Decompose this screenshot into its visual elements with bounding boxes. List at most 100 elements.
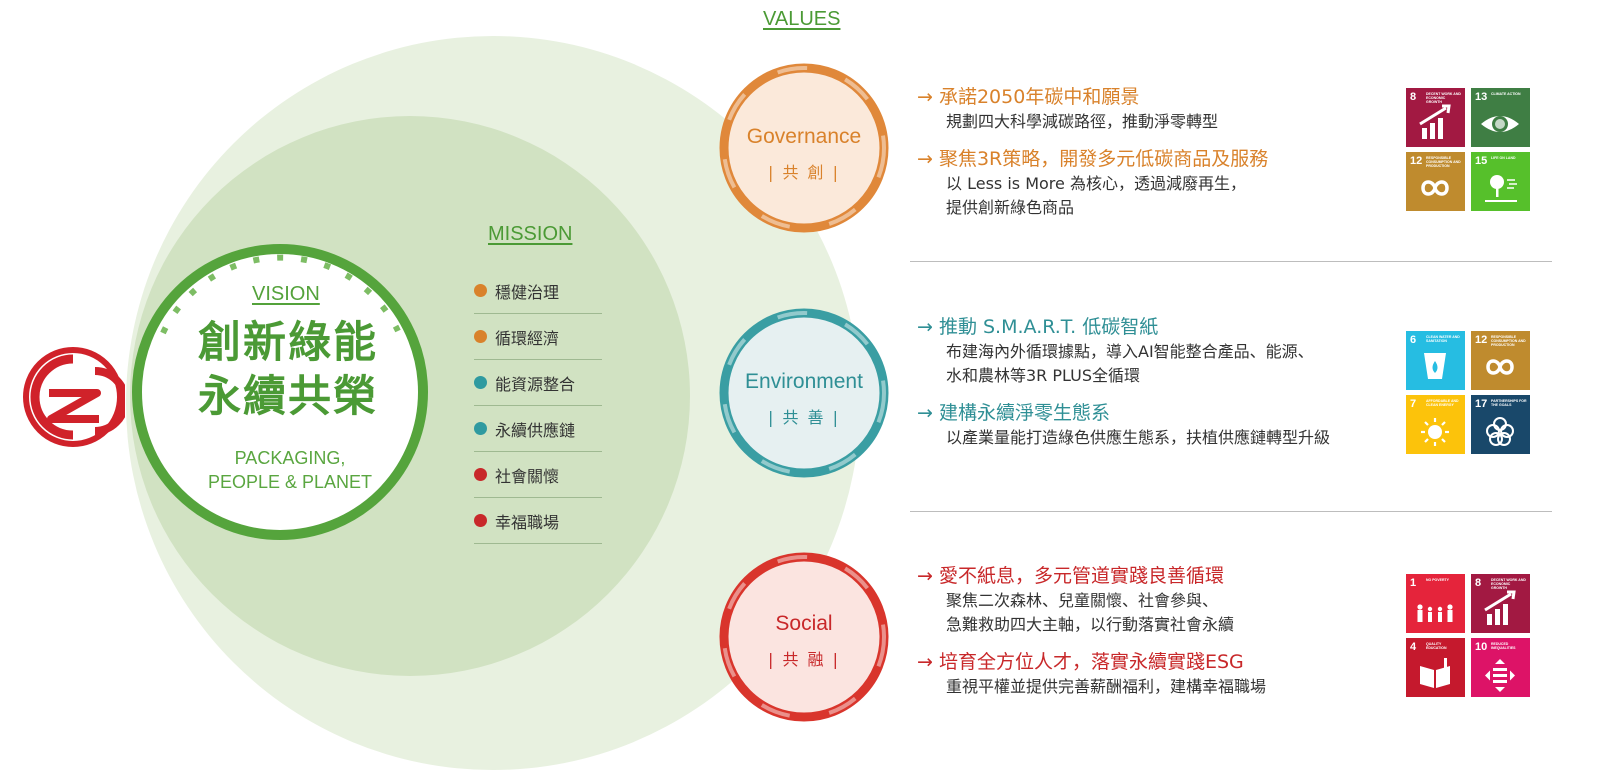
sdg-goal-text: CLEAN WATER AND SANITATION (1426, 335, 1460, 343)
mission-item-label: 永續供應鏈 (495, 420, 576, 440)
sdg-goal-text: QUALITY EDUCATION (1426, 642, 1447, 650)
divider-1 (910, 261, 1552, 262)
sdg-tile: 8 DECENT WORK AND ECONOMIC GROWTH (1471, 574, 1530, 633)
governance-ring (719, 63, 889, 233)
rings-icon (1486, 417, 1514, 446)
sdg-goal-text: CLIMATE ACTION (1491, 92, 1521, 96)
vision-statement: 創新綠能 永續共榮 (178, 316, 398, 424)
value-entry-heading: → 建構永續淨零生態系 (917, 402, 1110, 424)
value-entry-heading: → 聚焦3R策略，開發多元低碳商品及服務 (917, 148, 1269, 170)
sdg-number: 12 (1475, 334, 1488, 346)
eye-globe-icon (1481, 116, 1519, 132)
sdg-number: 12 (1410, 155, 1423, 167)
social-circle: Social | 共 融 | (719, 552, 889, 722)
value-entry-body: 急難救助四大主軸，以行動落實社會永續 (946, 615, 1235, 634)
value-entry-body: 布建海內外循環據點，導入AI智能整合產品、能源、 (946, 342, 1314, 361)
sdg-number: 1 (1410, 577, 1417, 589)
social-label: Social (775, 612, 833, 635)
value-entry: → 承諾2050年碳中和願景規劃四大科學減碳路徑，推動淨零轉型 (917, 84, 1397, 134)
mission-list: 穩健治理循環經濟能資源整合永續供應鏈社會關懷幸福職場 (474, 268, 602, 544)
vision-sub-line-1: PACKAGING, (234, 448, 346, 468)
company-logo-icon (23, 347, 125, 447)
sdg-tile: 8 DECENT WORK AND ECONOMIC GROWTH (1406, 88, 1465, 147)
book-icon (1420, 658, 1450, 688)
mission-item: 永續供應鏈 (474, 406, 602, 452)
mission-dot-icon (474, 422, 487, 435)
sdg-goal-text: LIFE ON LAND (1491, 156, 1516, 160)
mission-item: 幸福職場 (474, 498, 602, 544)
sdg-tile: 1 NO POVERTY (1406, 574, 1465, 633)
mission-item-label: 穩健治理 (495, 282, 560, 302)
sdg-goal-text: RESPONSIBLE CONSUMPTION AND PRODUCTION (1426, 156, 1461, 168)
mission-item: 循環經濟 (474, 314, 602, 360)
value-entry-body: 規劃四大科學減碳路徑，推動淨零轉型 (946, 112, 1219, 131)
sdg-goal-text: NO POVERTY (1426, 578, 1449, 582)
sdg-goal-text: DECENT WORK AND ECONOMIC GROWTH (1491, 578, 1526, 590)
divider-2 (910, 511, 1552, 512)
value-entry-heading: → 承諾2050年碳中和願景 (917, 86, 1140, 108)
governance-sub: | 共 創 | (767, 163, 841, 182)
sdg-tile: 4 QUALITY EDUCATION (1406, 638, 1465, 697)
water-drop-icon (1424, 353, 1446, 379)
vision-subtitle: PACKAGING, PEOPLE & PLANET (170, 446, 410, 494)
value-entry-heading: → 愛不紙息，多元管道實踐良善循環 (917, 565, 1224, 587)
vision-line-1: 創新綠能 (198, 318, 378, 368)
mission-item: 社會關懷 (474, 452, 602, 498)
value-entry-heading: → 推動 S.M.A.R.T. 低碳智紙 (917, 316, 1159, 338)
governance-circle: Governance | 共 創 | (719, 63, 889, 233)
sdg-goal-text: RESPONSIBLE CONSUMPTION AND PRODUCTION (1491, 335, 1526, 347)
sdg-goal-text: DECENT WORK AND ECONOMIC GROWTH (1426, 92, 1461, 104)
environment-circle: Environment | 共 善 | (719, 308, 889, 478)
environment-label: Environment (745, 370, 863, 393)
mission-dot-icon (474, 284, 487, 297)
infinity-icon (1486, 359, 1514, 375)
mission-item-label: 幸福職場 (495, 512, 560, 532)
equality-icon (1485, 659, 1515, 692)
vision-ring (132, 244, 428, 540)
sdg-number: 6 (1410, 334, 1417, 346)
value-entry-body: 重視平權並提供完善薪酬福利，建構幸福職場 (946, 677, 1267, 696)
value-entry: → 聚焦3R策略，開發多元低碳商品及服務以 Less is More 為核心，透… (917, 146, 1397, 220)
sdg-number: 8 (1475, 577, 1482, 589)
infinity-icon (1421, 180, 1449, 196)
mission-title: MISSION (488, 223, 573, 245)
governance-label: Governance (746, 125, 862, 148)
environment-sub: | 共 善 | (767, 408, 841, 427)
family-icon (1417, 604, 1453, 622)
vision-sub-line-2: PEOPLE & PLANET (207, 472, 373, 492)
value-entry-heading: → 培育全方位人才，落實永續實踐ESG (917, 651, 1244, 673)
sdg-goal-text: REDUCED INEQUALITIES (1491, 642, 1516, 650)
mission-item-label: 社會關懷 (495, 466, 560, 486)
value-entry: → 建構永續淨零生態系以產業量能打造綠色供應生態系，扶植供應鏈轉型升級 (917, 400, 1397, 450)
value-entry-body: 以產業量能打造綠色供應生態系，扶植供應鏈轉型升級 (946, 428, 1331, 447)
mission-item-label: 循環經濟 (495, 328, 560, 348)
value-entry-body: 以 Less is More 為核心，透過減廢再生， (946, 174, 1246, 193)
sdg-number: 4 (1410, 641, 1417, 653)
growth-chart-icon (1484, 590, 1516, 625)
mission-item-label: 能資源整合 (495, 374, 576, 394)
value-entry-body: 提供創新綠色商品 (946, 198, 1075, 217)
sdg-goal-text: PARTNERSHIPS FOR THE GOALS (1491, 399, 1527, 407)
vision-line-2: 永續共榮 (198, 372, 378, 422)
mission-dot-icon (474, 514, 487, 527)
sun-icon (1421, 418, 1449, 446)
sdg-number: 13 (1475, 91, 1488, 103)
sdg-number: 8 (1410, 91, 1417, 103)
value-entry: → 推動 S.M.A.R.T. 低碳智紙布建海內外循環據點，導入AI智能整合產品… (917, 314, 1397, 388)
mission-dot-icon (474, 376, 487, 389)
sdg-number: 10 (1475, 641, 1488, 653)
value-entry: → 培育全方位人才，落實永續實踐ESG 重視平權並提供完善薪酬福利，建構幸福職場 (917, 649, 1397, 699)
social-ring (719, 552, 889, 722)
sdg-number: 7 (1410, 398, 1417, 410)
value-entry-body: 水和農林等3R PLUS全循環 (946, 366, 1141, 385)
environment-entries: → 推動 S.M.A.R.T. 低碳智紙布建海內外循環據點，導入AI智能整合產品… (917, 314, 1397, 462)
sdg-goal-text: AFFORDABLE AND CLEAN ENERGY (1426, 399, 1459, 407)
mission-item: 能資源整合 (474, 360, 602, 406)
environment-ring (719, 308, 889, 478)
mission-dot-icon (474, 330, 487, 343)
